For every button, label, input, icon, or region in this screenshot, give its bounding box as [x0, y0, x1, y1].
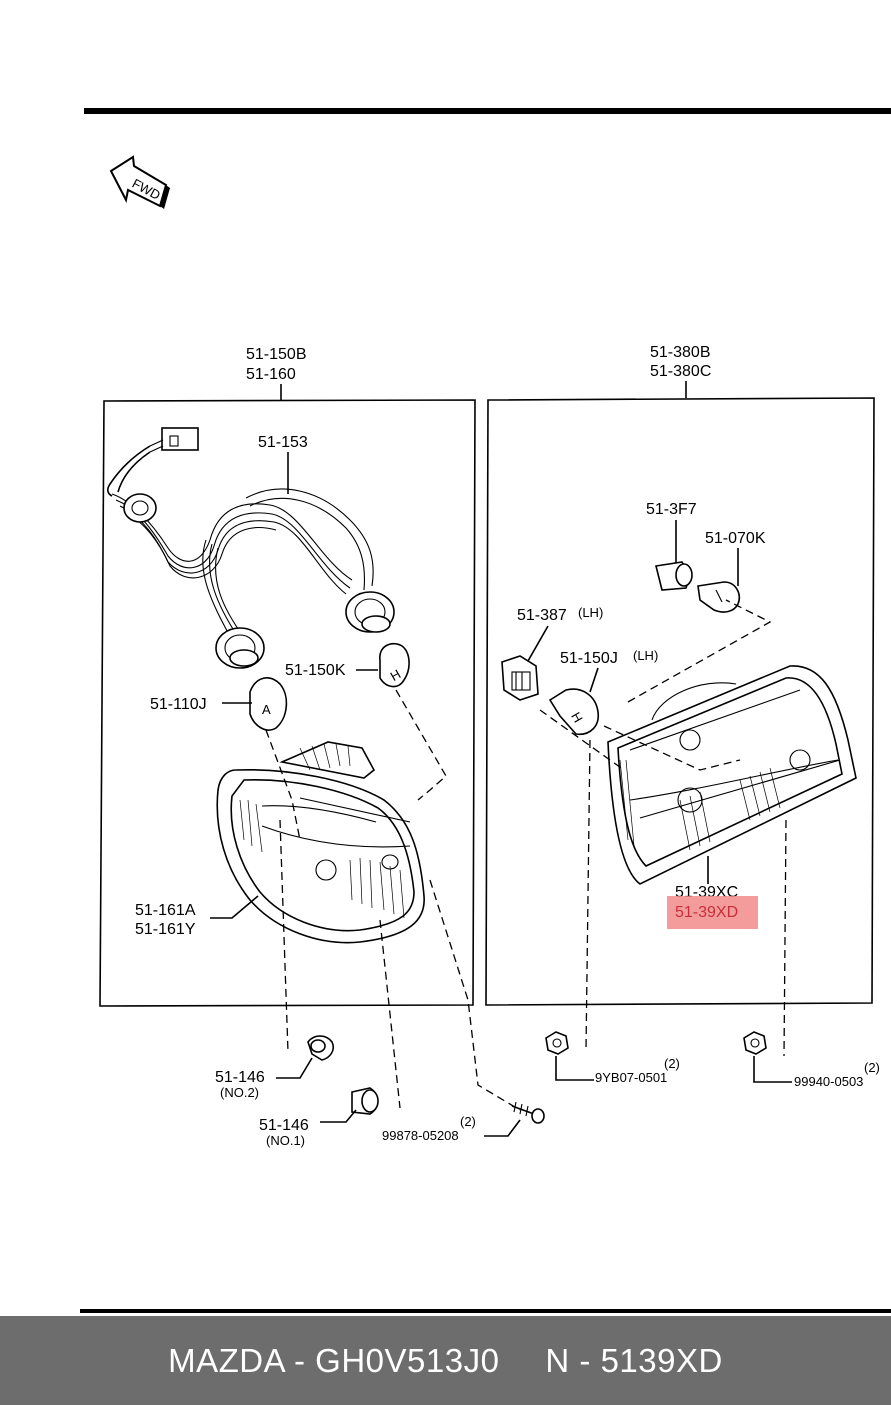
bottom-rule — [80, 1309, 891, 1313]
label-screw-qty: (2) — [460, 1114, 476, 1129]
right-dashed-leaders — [539, 599, 787, 1057]
parts-diagram: FWD 51-150B 51-160 51-153 — [80, 108, 891, 1313]
bulb-070k — [697, 581, 740, 613]
label-lh-b: (LH) — [633, 648, 658, 663]
harness-connector — [107, 427, 199, 497]
bulb-150k: H — [379, 642, 410, 688]
harness-socket-left — [123, 493, 157, 523]
label-bulb-j: 51-110J — [150, 696, 207, 713]
clip-no1 — [351, 1087, 379, 1115]
footer-catalog-no: N - 5139XD — [545, 1341, 723, 1379]
bulb-150j: H — [548, 688, 600, 736]
label-left-group-2: 51-160 — [246, 366, 296, 383]
label-harness: 51-153 — [258, 434, 308, 451]
rear-lamp-inner-right — [607, 665, 857, 885]
right-group-frame — [485, 397, 875, 1006]
label-lamp-left-1: 51-161A — [135, 902, 196, 919]
left-group-frame — [99, 399, 476, 1007]
label-lamp-right-2-highlighted: 51-39XD — [675, 904, 738, 921]
label-screw: 99878-05208 — [382, 1128, 459, 1143]
socket-387 — [501, 655, 539, 701]
label-bulb-070k: 51-070K — [705, 530, 766, 547]
fwd-arrow-icon: FWD — [109, 155, 170, 209]
label-nut-b: 99940-0503 — [794, 1074, 863, 1089]
svg-text:A: A — [262, 702, 271, 717]
bulb-socket-lower — [215, 627, 265, 669]
label-nut-a: 9YB07-0501 — [595, 1070, 667, 1085]
left-dashed-leaders — [265, 689, 521, 1111]
socket-3f7 — [655, 561, 693, 591]
nut-9yb07 — [545, 1031, 569, 1055]
rear-combination-lamp-left — [216, 741, 425, 944]
bulb-socket-upper — [345, 591, 395, 633]
label-left-group-1: 51-150B — [246, 346, 307, 363]
highlight-box — [667, 896, 758, 929]
label-clip-no1: 51-146 — [259, 1117, 309, 1134]
label-bulb-k: 51-150K — [285, 662, 346, 679]
label-socket-3f7: 51-3F7 — [646, 501, 697, 518]
top-rule — [84, 108, 891, 114]
label-lamp-left-2: 51-161Y — [135, 921, 196, 938]
bulb-110j: A — [249, 677, 288, 731]
label-clip-no2-sub: (NO.2) — [220, 1085, 259, 1100]
label-clip-no2: 51-146 — [215, 1069, 265, 1086]
harness-wires — [111, 452, 374, 641]
label-right-group-1: 51-380B — [650, 344, 711, 361]
footer-bar: MAZDA - GH0V513J0 N - 5139XD — [0, 1316, 891, 1405]
label-socket-387: 51-387 — [517, 607, 567, 624]
label-nut-b-qty: (2) — [864, 1060, 880, 1075]
nut-99940 — [743, 1031, 767, 1055]
clip-no2 — [307, 1035, 335, 1061]
label-clip-no1-sub: (NO.1) — [266, 1133, 305, 1148]
footer-brand-part: MAZDA - GH0V513J0 — [168, 1341, 500, 1379]
label-right-group-2: 51-380C — [650, 363, 711, 380]
label-lh-a: (LH) — [578, 605, 603, 620]
label-nut-a-qty: (2) — [664, 1056, 680, 1071]
screw — [511, 1101, 545, 1124]
label-bulb-150j: 51-150J — [560, 650, 618, 667]
